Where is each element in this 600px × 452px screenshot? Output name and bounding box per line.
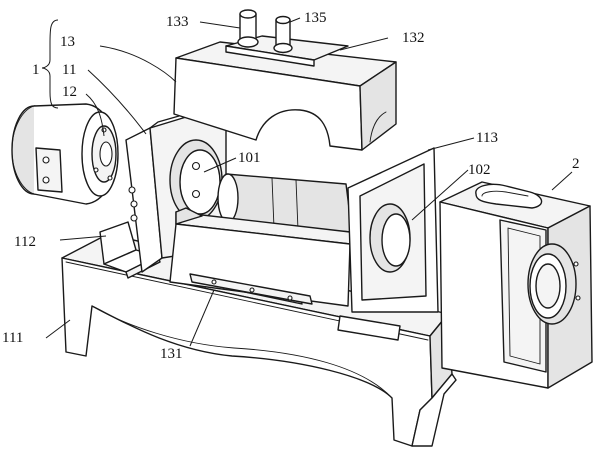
label-133: 133 (166, 14, 189, 30)
label-13: 13 (60, 34, 75, 50)
label-102: 102 (468, 162, 491, 178)
label-2: 2 (572, 156, 580, 172)
label-132: 132 (402, 30, 425, 46)
label-12: 12 (62, 84, 77, 100)
label-135: 135 (304, 10, 327, 26)
label-113: 113 (476, 130, 498, 146)
left-bearing (11, 103, 119, 205)
label-131: 131 (160, 346, 183, 362)
leader-lines (41, 17, 573, 347)
label-1: 1 (32, 62, 40, 78)
label-112: 112 (14, 234, 36, 250)
right-support (337, 147, 439, 341)
label-101: 101 (238, 150, 261, 166)
upper-cap (173, 9, 397, 151)
reference-labels: 133 135 13 132 1 11 12 101 113 2 102 112… (2, 10, 580, 362)
label-11: 11 (62, 62, 76, 78)
right-housing (439, 181, 593, 389)
label-111: 111 (2, 330, 23, 346)
